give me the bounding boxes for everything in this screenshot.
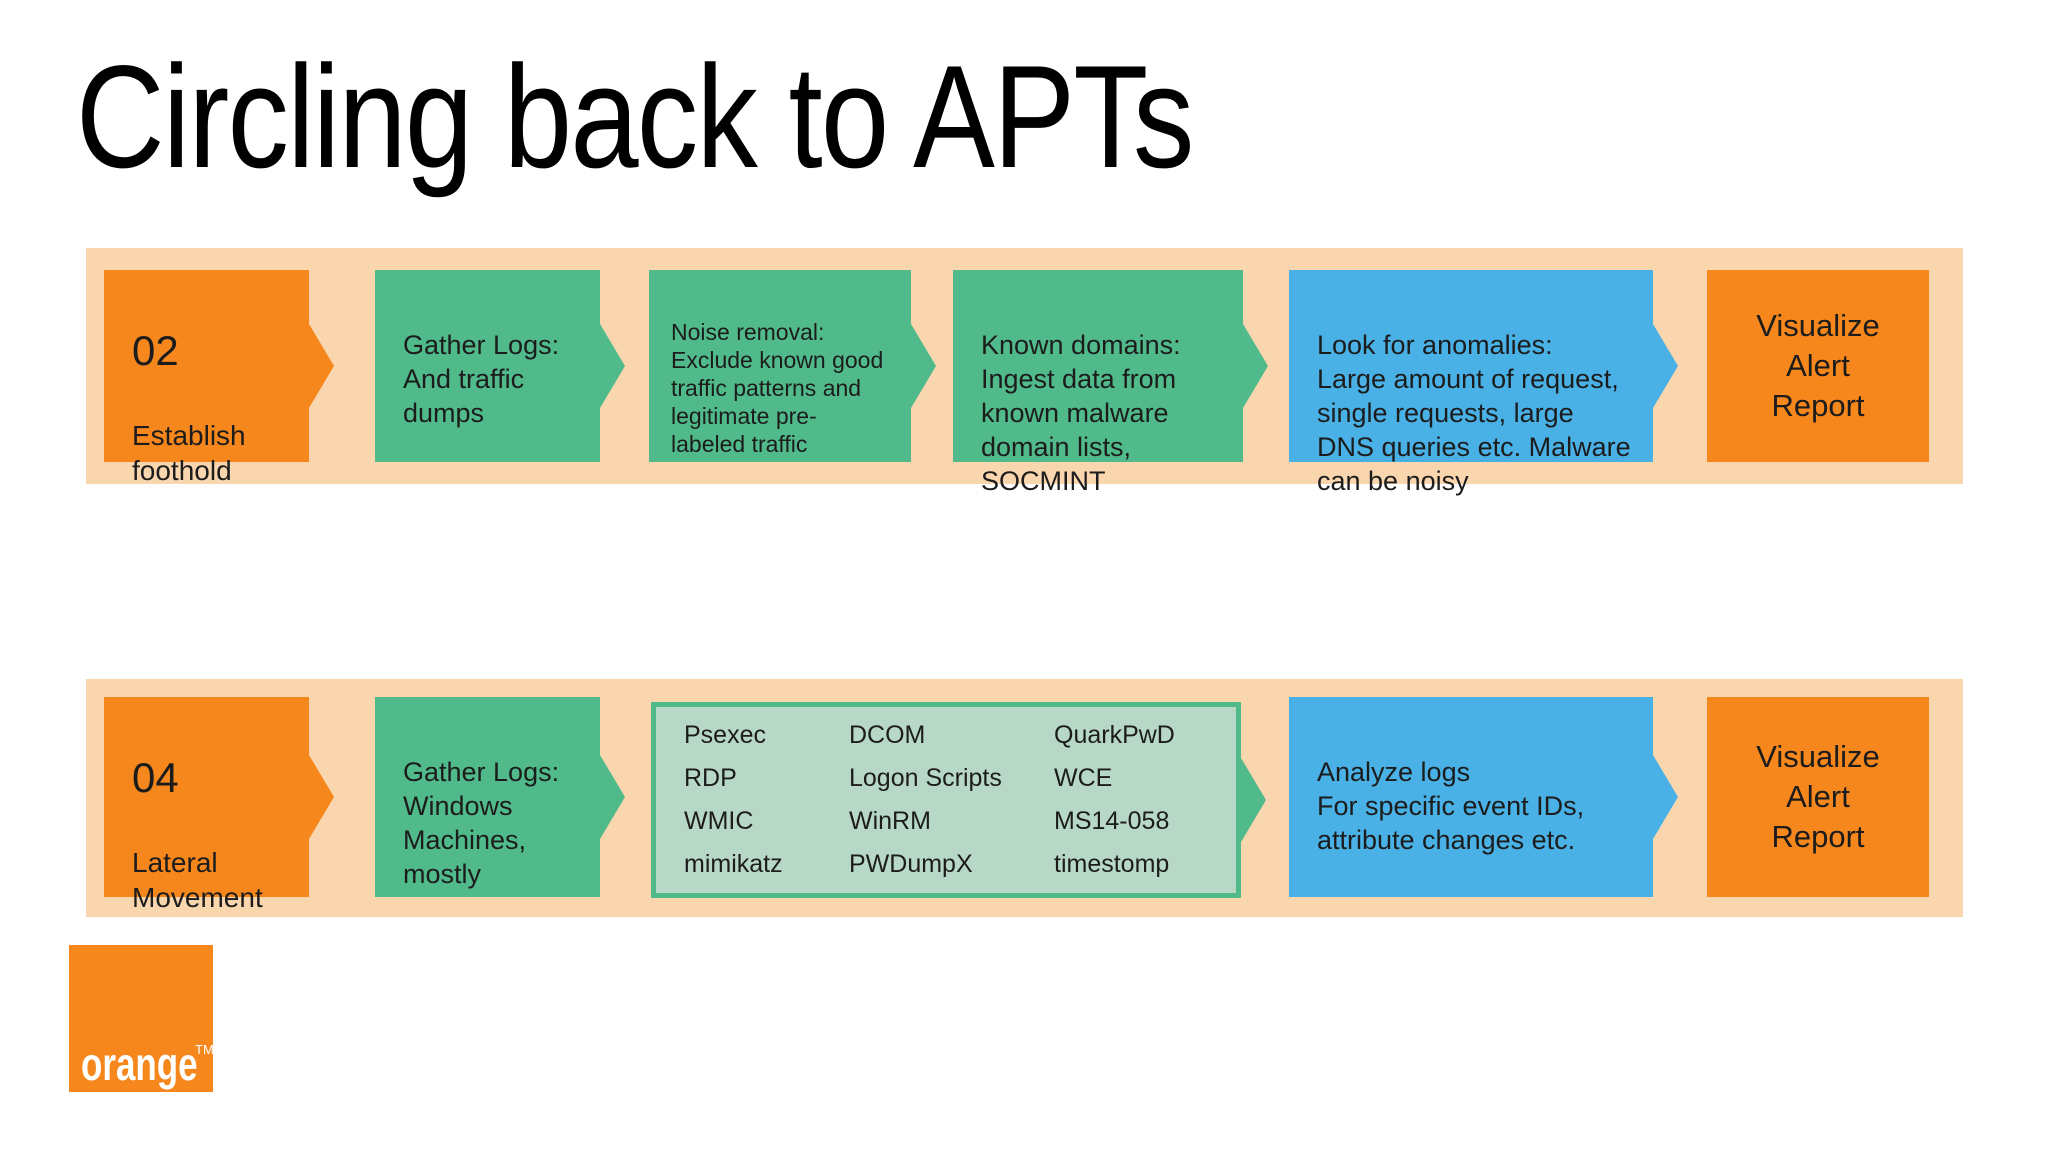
step-text: Look for anomalies: Large amount of requ… bbox=[1317, 330, 1631, 497]
step-box-noise-removal: Noise removal: Exclude known good traffi… bbox=[649, 270, 936, 462]
step-box-lateral-movement: 04 Lateral Movement bbox=[104, 697, 334, 913]
tool-item: WCE bbox=[1054, 764, 1113, 792]
tool-item: QuarkPwD bbox=[1054, 721, 1175, 749]
logo-wordmark: orange bbox=[81, 1038, 198, 1090]
tools-column: Psexec RDP WMIC mimikatz bbox=[684, 723, 849, 877]
step-number: 04 bbox=[132, 754, 179, 802]
step-text: Known domains: Ingest data from known ma… bbox=[981, 330, 1181, 497]
step-box-known-domains: Known domains: Ingest data from known ma… bbox=[953, 270, 1268, 496]
process-band-establish-foothold: 02 Establish foothold Gather Logs: And t… bbox=[86, 248, 1963, 496]
arrow-right-icon bbox=[1241, 758, 1266, 842]
step-number: 02 bbox=[132, 327, 179, 375]
arrow-right-icon bbox=[1653, 755, 1678, 839]
step-text: Noise removal: Exclude known good traffi… bbox=[671, 319, 884, 458]
step-box-gather-logs-traffic: Gather Logs: And traffic dumps bbox=[375, 270, 625, 462]
tool-item: MS14-058 bbox=[1054, 807, 1170, 835]
lateral-movement-tools-table: Psexec RDP WMIC mimikatz DCOM Logon Scri… bbox=[651, 702, 1266, 898]
tool-item: PWDumpX bbox=[849, 850, 973, 878]
step-label: Lateral Movement bbox=[132, 847, 263, 914]
step-box-establish-foothold: 02 Establish foothold bbox=[104, 270, 334, 486]
arrow-right-icon bbox=[309, 755, 334, 839]
arrow-right-icon bbox=[309, 324, 334, 408]
arrow-right-icon bbox=[911, 324, 936, 408]
tool-item: mimikatz bbox=[684, 850, 783, 878]
tool-item: WinRM bbox=[849, 807, 931, 835]
step-box-gather-logs-windows: Gather Logs: Windows Machines, mostly bbox=[375, 697, 625, 897]
trademark-symbol: TM bbox=[195, 1042, 214, 1057]
tool-item: Psexec bbox=[684, 721, 766, 749]
tools-column: QuarkPwD WCE MS14-058 timestomp bbox=[1054, 723, 1228, 877]
step-text: Analyze logs For specific event IDs, att… bbox=[1317, 757, 1585, 856]
step-text: Visualize Alert Report bbox=[1756, 307, 1880, 424]
tool-item: WMIC bbox=[684, 807, 754, 835]
orange-logo: orange TM bbox=[69, 945, 214, 1092]
step-text: Visualize Alert Report bbox=[1756, 738, 1880, 855]
tools-column: DCOM Logon Scripts WinRM PWDumpX bbox=[849, 723, 1054, 877]
tool-item: Logon Scripts bbox=[849, 764, 1002, 792]
arrow-right-icon bbox=[1653, 324, 1678, 408]
slide-title: Circling back to APTs bbox=[76, 35, 1194, 198]
step-text: Gather Logs: Windows Machines, mostly bbox=[403, 757, 560, 890]
arrow-right-icon bbox=[600, 755, 625, 839]
arrow-right-icon bbox=[1243, 324, 1268, 408]
tool-item: DCOM bbox=[849, 721, 926, 749]
arrow-right-icon bbox=[600, 324, 625, 408]
step-box-look-for-anomalies: Look for anomalies: Large amount of requ… bbox=[1289, 270, 1678, 496]
step-text: Gather Logs: And traffic dumps bbox=[403, 330, 560, 429]
process-band-lateral-movement: 04 Lateral Movement Gather Logs: Windows… bbox=[86, 679, 1963, 917]
step-box-analyze-logs: Analyze logs For specific event IDs, att… bbox=[1289, 697, 1678, 897]
step-label: Establish foothold bbox=[132, 420, 246, 487]
tool-item: timestomp bbox=[1054, 850, 1170, 878]
step-box-visualize-alert-report: Visualize Alert Report bbox=[1707, 697, 1929, 897]
tool-item: RDP bbox=[684, 764, 737, 792]
step-box-visualize-alert-report: Visualize Alert Report bbox=[1707, 270, 1929, 462]
